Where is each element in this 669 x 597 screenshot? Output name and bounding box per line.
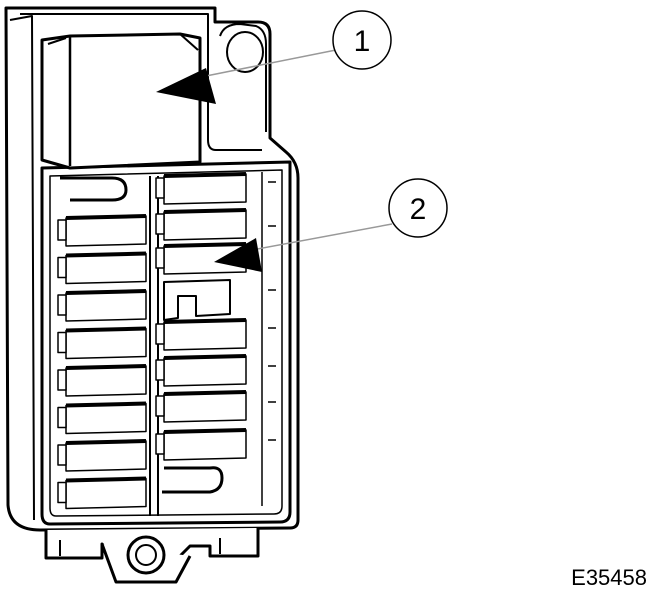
- wire-loops: [60, 176, 224, 494]
- fuse-left-8: [57, 476, 147, 510]
- fuse-column-right: [155, 172, 247, 461]
- relay-socket: [163, 279, 231, 321]
- fuse-right-6: [155, 390, 247, 423]
- mounting-hole: [226, 31, 264, 73]
- fuse-column-left: [57, 214, 147, 510]
- leader-line-2: [251, 223, 393, 251]
- fuse-left-3: [57, 289, 147, 322]
- callout-1: 1: [332, 10, 392, 70]
- callout-2-label: 2: [410, 193, 427, 226]
- fuse-right-3: [155, 242, 247, 275]
- fuse-left-4: [57, 326, 147, 360]
- arrowhead-1: [156, 68, 216, 104]
- figure-id: E35458: [571, 565, 647, 590]
- fuse-right-5: [155, 354, 247, 387]
- leader-lines: [156, 49, 393, 272]
- callout-1-label: 1: [354, 25, 371, 58]
- fuse-left-2: [57, 251, 147, 285]
- fuse-right-4: [155, 318, 247, 351]
- fuse-left-1: [57, 214, 147, 247]
- mounting-bracket: [44, 528, 260, 584]
- fuse-right-7: [155, 428, 247, 461]
- arrowhead-2: [214, 238, 262, 272]
- fuse-left-6: [57, 401, 147, 435]
- fuse-right-2: [155, 208, 247, 241]
- fuse-left-5: [57, 364, 147, 397]
- fuse-left-7: [57, 439, 147, 472]
- callout-2: 2: [388, 178, 448, 238]
- relay: [40, 32, 202, 170]
- leader-line-1: [195, 49, 337, 79]
- fuse-right-1: [155, 172, 247, 205]
